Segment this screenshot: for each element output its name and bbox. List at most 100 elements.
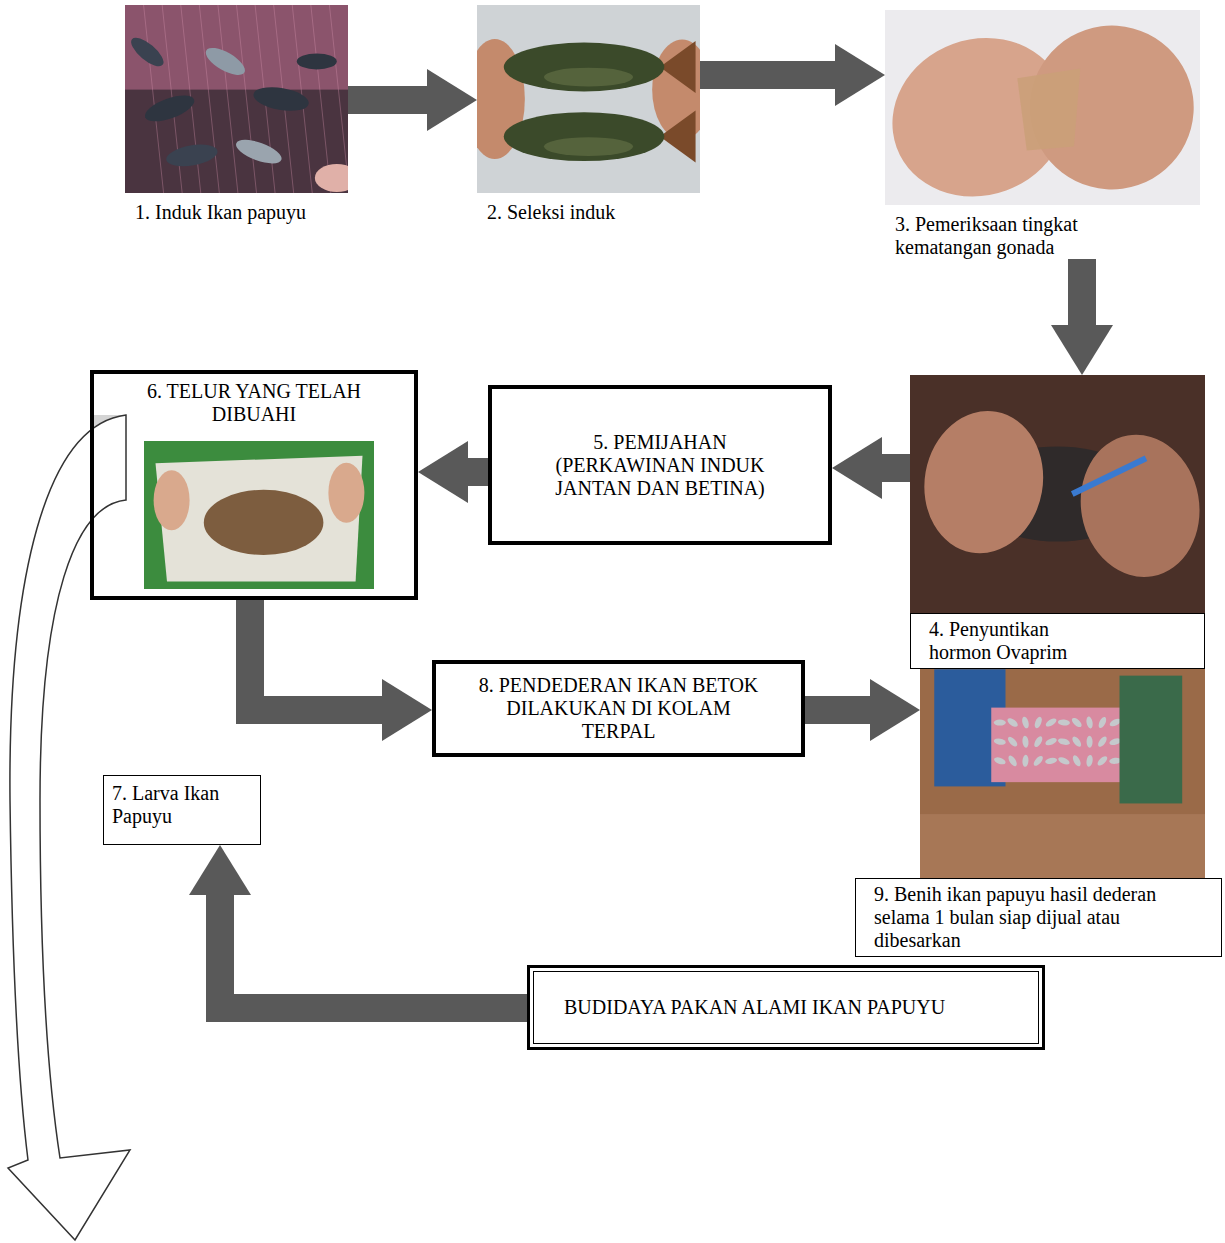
fry: [1044, 737, 1057, 747]
hand: [328, 463, 364, 523]
process-box: 6. TELUR YANG TELAH DIBUAHI: [90, 370, 418, 600]
fish: [202, 43, 249, 81]
fish: [127, 33, 168, 71]
caption-box: 9. Benih ikan papuyu hasil dederan selam…: [855, 878, 1222, 957]
fish-belly: [544, 137, 633, 156]
photo-step: 3. Pemeriksaan tingkat kematangan gonada: [885, 10, 1200, 259]
block-arrow: [805, 696, 870, 724]
process-box: 7. Larva Ikan Papuyu: [103, 775, 261, 845]
photo-ground: [920, 665, 1205, 878]
fish: [142, 90, 198, 127]
photo-step: 9. Benih ikan papuyu hasil dederan selam…: [920, 665, 1205, 878]
photo-step: 4. Penyuntikan hormon Ovaprim: [910, 375, 1205, 669]
block-arrow: [468, 458, 488, 486]
photo: [920, 665, 1205, 878]
fry: [1007, 754, 1019, 767]
step-label: 5. PEMIJAHAN (PERKAWINAN INDUK JANTAN DA…: [530, 431, 790, 500]
block-arrow: [348, 86, 427, 114]
fry: [1057, 756, 1070, 767]
fish-fin: [1017, 69, 1080, 151]
process-box: 8. PENDEDERAN IKAN BETOK DILAKUKAN DI KO…: [432, 660, 805, 757]
person: [1120, 676, 1183, 804]
hand: [913, 402, 1054, 563]
hand: [885, 14, 1089, 205]
hand: [1011, 10, 1200, 205]
fry: [1022, 735, 1029, 748]
basket: [991, 708, 1134, 783]
step-label: 8. PENDEDERAN IKAN BETOK DILAKUKAN DI KO…: [469, 674, 769, 743]
photo: [885, 10, 1200, 205]
photo: [910, 375, 1205, 613]
fish: [504, 43, 665, 92]
hand: [1070, 425, 1205, 586]
fry: [1071, 754, 1082, 767]
feed-box: BUDIDAYA PAKAN ALAMI IKAN PAPUYU: [527, 965, 1045, 1050]
step-label: BUDIDAYA PAKAN ALAMI IKAN PAPUYU: [564, 996, 945, 1019]
process-box: 5. PEMIJAHAN (PERKAWINAN INDUK JANTAN DA…: [488, 385, 832, 545]
hand: [154, 470, 190, 530]
fish: [165, 141, 220, 170]
fry: [1006, 717, 1019, 729]
fry: [994, 720, 1006, 726]
block-arrow: [700, 61, 835, 89]
photo: [144, 441, 374, 589]
fry: [1096, 735, 1108, 748]
fry: [1086, 754, 1094, 767]
net-line: [199, 5, 219, 193]
fry: [1070, 716, 1083, 728]
net-line: [311, 5, 331, 193]
block-arrow: [220, 895, 527, 1008]
fry: [1044, 717, 1057, 728]
photo: [477, 5, 700, 193]
block-arrow: [1068, 259, 1096, 325]
step-label: 1. Induk Ikan papuyu: [125, 193, 348, 224]
fry: [993, 756, 1006, 766]
photo-ground: [144, 441, 374, 589]
fish: [252, 83, 311, 114]
fry: [1033, 716, 1043, 729]
fry: [1096, 755, 1109, 768]
fry: [1097, 716, 1108, 729]
fry: [1071, 735, 1083, 748]
step-label: 7. Larva Ikan Papuyu: [112, 782, 252, 828]
fry: [1022, 755, 1029, 767]
net: [125, 5, 348, 90]
fish: [233, 135, 284, 168]
net-bag: [156, 456, 363, 582]
step-label: 2. Seleksi induk: [477, 193, 700, 224]
fry: [1058, 719, 1070, 726]
fry: [1086, 736, 1092, 748]
photo-step: 1. Induk Ikan papuyu: [125, 5, 348, 224]
net-line: [144, 5, 164, 193]
fry: [1045, 757, 1058, 765]
fish: [297, 53, 337, 69]
block-arrow: [250, 600, 382, 710]
fry: [1032, 754, 1044, 767]
inner-border: BUDIDAYA PAKAN ALAMI IKAN PAPUYU: [533, 971, 1039, 1044]
fry: [1006, 735, 1019, 748]
step-label: 9. Benih ikan papuyu hasil dederan selam…: [874, 883, 1164, 952]
water: [920, 814, 1205, 878]
fry: [1033, 735, 1044, 748]
hand: [315, 164, 348, 192]
fry: [1085, 716, 1093, 729]
step-label: 4. Penyuntikan hormon Ovaprim: [929, 618, 1109, 664]
photo-ground: [125, 5, 348, 193]
fry: [1021, 716, 1030, 729]
syringe: [1072, 458, 1146, 494]
egg-mass: [204, 490, 324, 555]
block-arrow: [882, 454, 910, 482]
fish-belly: [544, 68, 633, 87]
fry: [1057, 737, 1070, 746]
step-label: 6. TELUR YANG TELAH DIBUAHI: [144, 380, 364, 426]
photo: [125, 5, 348, 193]
caption-box: 4. Penyuntikan hormon Ovaprim: [910, 613, 1205, 669]
net-line: [218, 5, 238, 193]
fish: [504, 112, 665, 161]
step-label: 3. Pemeriksaan tingkat kematangan gonada: [885, 205, 1181, 259]
fish-tail: [660, 111, 696, 163]
photo-step: 2. Seleksi induk: [477, 5, 700, 224]
net-line: [237, 5, 257, 193]
fry: [993, 738, 1006, 746]
fish-tail: [660, 41, 696, 93]
